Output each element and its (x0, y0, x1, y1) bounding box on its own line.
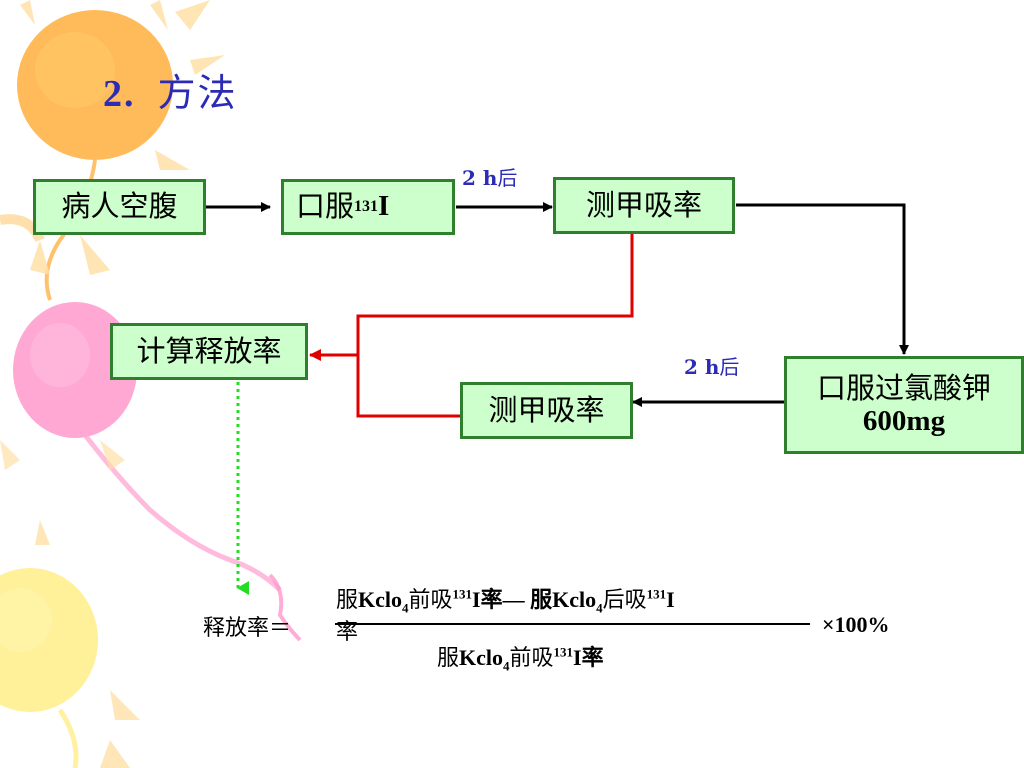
arrow-box3-box4 (736, 203, 909, 355)
box-fasting-patient: 病人空腹 (33, 179, 206, 235)
red-arrow-box3-box6 (309, 232, 634, 361)
formula-numerator: 服Kclo4前吸131I率— 服Kclo4后吸131I (336, 586, 675, 616)
formula-denominator: 服Kclo4前吸131I率 (437, 644, 604, 674)
formula-times-100: ×100% (822, 612, 890, 637)
slide-title: 2. 方法 (103, 62, 238, 117)
title-number: 2. (103, 73, 136, 115)
label-2h-top: 2 h后 (462, 166, 518, 190)
title-text: 方法 (157, 71, 238, 115)
box-measure-uptake-2: 测甲吸率 (460, 382, 633, 439)
box-measure-uptake-1: 测甲吸率 (553, 177, 735, 234)
formula-lhs: 释放率＝ (203, 616, 292, 641)
box-calculate-release: 计算释放率 (110, 323, 308, 380)
box-oral-perchlorate: 口服过氯酸钾 600mg (784, 356, 1024, 454)
red-line-box5 (356, 355, 460, 418)
formula-numerator-wrap: 率 (336, 620, 359, 645)
label-2h-right: 2 h后 (684, 355, 740, 379)
